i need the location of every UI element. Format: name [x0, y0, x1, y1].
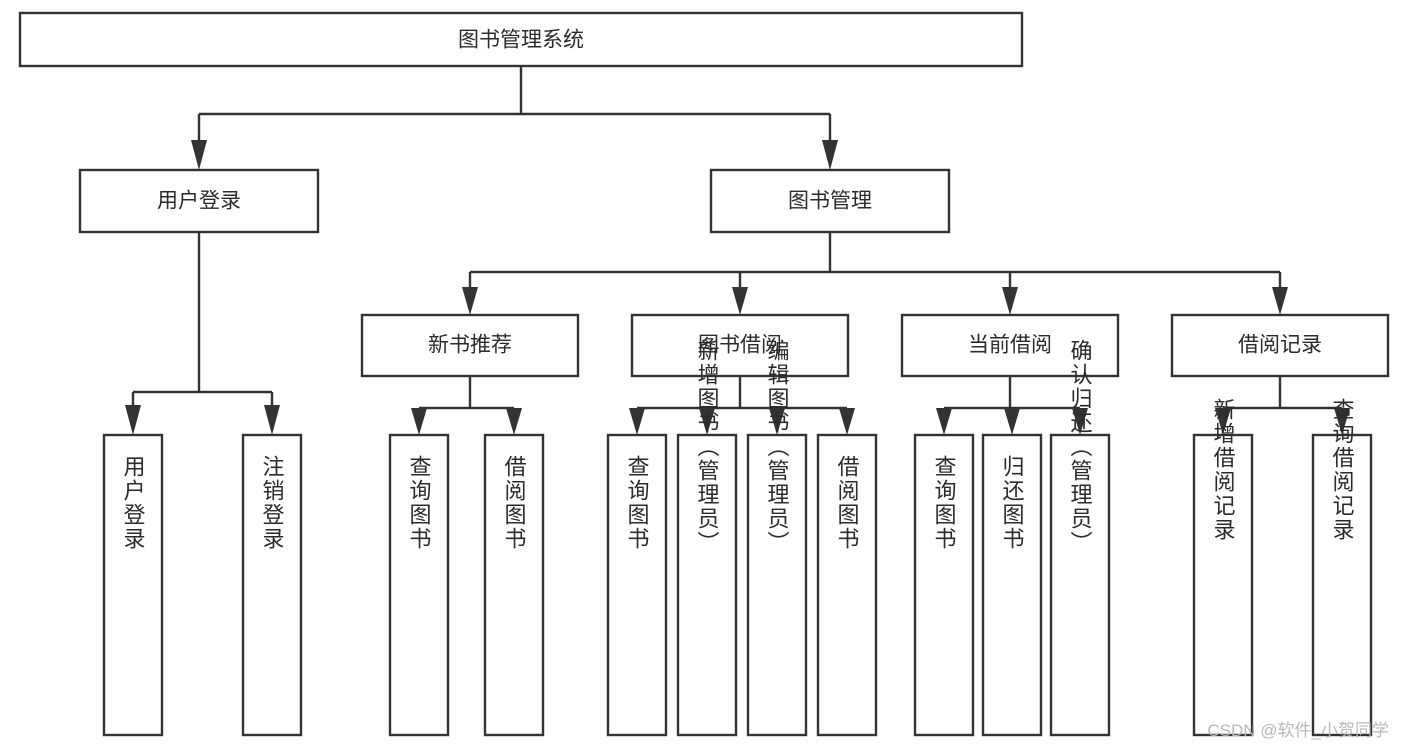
arrow-head-cb-leaf3 — [1072, 408, 1088, 435]
connector-group-current-to-leaves — [936, 376, 1088, 435]
leaf-nb-borrow-books-box[interactable] — [483, 433, 545, 737]
node-borrow-records-label: 借阅记录 — [1238, 334, 1322, 357]
connector-group-new-books-to-leaves — [411, 376, 522, 435]
node-root-system-box[interactable] — [18, 11, 1024, 68]
arrow-head-rc-leaf2 — [1334, 408, 1350, 435]
leaf-cb-confirm-return-admin-box[interactable] — [1049, 433, 1111, 737]
arrow-head-borrow — [732, 287, 748, 315]
node-book-borrow-label: 图书借阅 — [698, 334, 782, 357]
leaf-rc-query-record-label: 查询借阅记录 — [1330, 398, 1355, 542]
node-book-borrow-box[interactable] — [630, 313, 850, 378]
connector-group-book-mgmt-to-level3 — [462, 232, 1288, 315]
node-root-system[interactable]: 图书管理系统 — [18, 11, 1024, 68]
leaf-cb-query-books-box[interactable] — [913, 433, 975, 737]
node-new-book-recommend-box[interactable] — [360, 313, 580, 378]
node-current-borrow-box[interactable] — [900, 313, 1120, 378]
arrow-head-bb-leaf2 — [699, 408, 715, 435]
leaf-bb-add-book-admin-label: 新增图书（管理员） — [695, 339, 720, 555]
node-book-borrow[interactable]: 图书借阅 — [630, 313, 850, 378]
node-current-borrow[interactable]: 当前借阅 — [900, 313, 1120, 378]
leaf-bb-query-books-box[interactable] — [606, 433, 668, 737]
leaf-logout-label: 注销登录 — [260, 455, 285, 551]
arrow-head-current — [1002, 287, 1018, 315]
node-current-borrow-label: 当前借阅 — [968, 334, 1052, 357]
node-user-login-label: 用户登录 — [157, 190, 241, 213]
leaf-bb-add-book-admin-box[interactable] — [676, 433, 738, 737]
leaf-rc-add-record-box[interactable] — [1192, 433, 1254, 737]
arrow-head-rc-leaf1 — [1215, 408, 1231, 435]
leaf-user-login-box[interactable] — [102, 433, 164, 737]
leaf-cb-query-books-label: 查询图书 — [932, 455, 957, 551]
node-book-management-label: 图书管理 — [788, 190, 872, 213]
leaf-bb-edit-book-admin[interactable]: 编辑图书（管理员） — [746, 339, 808, 737]
leaf-cb-confirm-return-admin[interactable]: 确认归还（管理员） — [1049, 339, 1111, 737]
leaf-bb-query-books[interactable]: 查询图书 — [606, 433, 668, 737]
node-borrow-records-box[interactable] — [1170, 313, 1390, 378]
arrow-head-cb-leaf2 — [1004, 408, 1020, 435]
arrow-head-cb-leaf1 — [936, 408, 952, 435]
leaf-logout-box[interactable] — [241, 433, 303, 737]
leaf-cb-return-books[interactable]: 归还图书 — [981, 433, 1043, 737]
leaf-bb-edit-book-admin-box[interactable] — [746, 433, 808, 737]
arrow-head-new-books — [462, 287, 478, 315]
arrow-head-nb-leaf2 — [506, 408, 522, 435]
leaf-cb-return-books-label: 归还图书 — [1000, 455, 1025, 551]
connector-group-user-login-to-leaves — [125, 232, 280, 435]
arrow-head-bb-leaf3 — [769, 408, 785, 435]
node-borrow-records[interactable]: 借阅记录 — [1170, 313, 1390, 378]
leaf-cb-return-books-box[interactable] — [981, 433, 1043, 737]
leaf-bb-query-books-label: 查询图书 — [625, 455, 650, 551]
leaf-bb-add-book-admin[interactable]: 新增图书（管理员） — [676, 339, 738, 737]
leaf-rc-query-record-box[interactable] — [1311, 433, 1373, 737]
leaf-nb-borrow-books-label: 借阅图书 — [502, 455, 527, 551]
arrow-head-bb-leaf4 — [839, 408, 855, 435]
arrow-head-bb-leaf1 — [629, 408, 645, 435]
leaf-nb-query-books-label: 查询图书 — [407, 455, 432, 551]
node-user-login-box[interactable] — [78, 168, 320, 234]
leaf-cb-confirm-return-admin-label: 确认归还（管理员） — [1068, 339, 1093, 555]
leaf-bb-borrow-books-label: 借阅图书 — [835, 455, 860, 551]
leaf-bb-edit-book-admin-label: 编辑图书（管理员） — [765, 339, 790, 555]
leaf-nb-borrow-books[interactable]: 借阅图书 — [483, 433, 545, 737]
leaf-rc-query-record[interactable]: 查询借阅记录 — [1311, 398, 1373, 737]
node-book-management-box[interactable] — [709, 168, 951, 234]
leaf-rc-add-record-label: 新增借阅记录 — [1211, 398, 1236, 542]
leaf-user-login-label: 用户登录 — [121, 455, 146, 551]
leaf-cb-query-books[interactable]: 查询图书 — [913, 433, 975, 737]
node-root-system-label: 图书管理系统 — [458, 29, 584, 52]
leaf-rc-add-record[interactable]: 新增借阅记录 — [1192, 398, 1254, 737]
leaf-bb-borrow-books[interactable]: 借阅图书 — [816, 433, 878, 737]
arrow-head-ul-leaf1 — [125, 405, 141, 435]
leaf-nb-query-books[interactable]: 查询图书 — [388, 433, 450, 737]
connector-group-borrow-to-leaves — [629, 376, 855, 435]
node-new-book-recommend-label: 新书推荐 — [428, 334, 512, 357]
node-new-book-recommend[interactable]: 新书推荐 — [360, 313, 580, 378]
arrow-head-records — [1272, 287, 1288, 315]
node-book-management[interactable]: 图书管理 — [709, 168, 951, 234]
leaf-nb-query-books-box[interactable] — [388, 433, 450, 737]
arrow-head-user-login — [191, 140, 207, 170]
connector-group-records-to-leaves — [1215, 376, 1350, 435]
leaf-logout[interactable]: 注销登录 — [241, 433, 303, 737]
arrow-head-nb-leaf1 — [411, 408, 427, 435]
connector-group-root-to-level2 — [191, 66, 838, 170]
leaf-bb-borrow-books-box[interactable] — [816, 433, 878, 737]
arrow-head-ul-leaf2 — [264, 405, 280, 435]
node-user-login[interactable]: 用户登录 — [78, 168, 320, 234]
leaf-user-login[interactable]: 用户登录 — [102, 433, 164, 737]
arrow-head-book-mgmt — [822, 140, 838, 170]
